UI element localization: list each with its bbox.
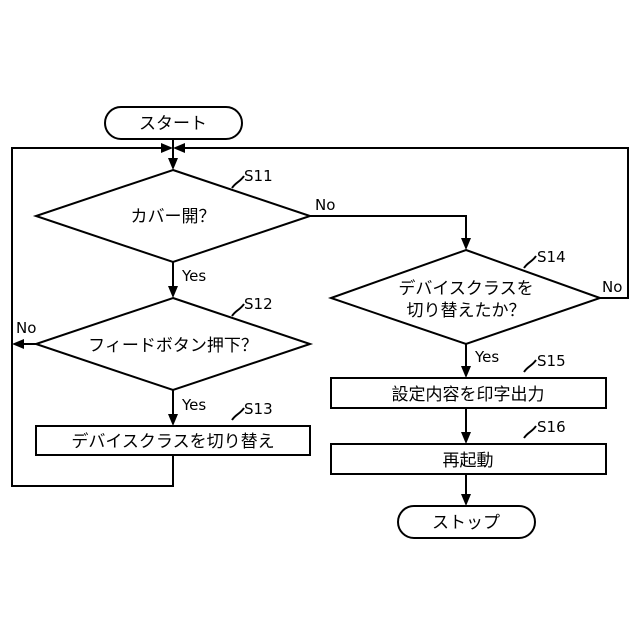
step-marker-s16 <box>524 426 536 438</box>
arrowhead-into-s14 <box>461 238 471 250</box>
step-s16: S16 <box>537 418 566 436</box>
branch-s14-yes: Yes <box>474 348 499 366</box>
start-label: スタート <box>139 114 207 134</box>
stop-label: ストップ <box>432 513 500 533</box>
decision-s11-label: カバー開？ <box>131 207 216 227</box>
process-s13-label: デバイスクラスを切り替え <box>71 431 274 452</box>
arrowhead-left-loop <box>161 143 173 153</box>
arrowhead-right-loop <box>173 143 185 153</box>
arrowhead-into-s15 <box>461 366 471 378</box>
process-s15-label: 設定内容を印字出力 <box>392 385 545 405</box>
decision-s12-label: フィードボタン押下？ <box>88 336 258 356</box>
branch-s12-no: No <box>16 319 36 337</box>
step-s13: S13 <box>244 400 273 418</box>
step-s12: S12 <box>244 295 273 313</box>
process-s16-label: 再起動 <box>443 451 494 471</box>
step-marker-s12 <box>232 304 244 316</box>
arrowhead-into-s11 <box>168 158 178 170</box>
arrowhead-into-s12 <box>168 286 178 298</box>
step-s11: S11 <box>244 167 273 185</box>
decision-s14-label-line2: 切り替えたか？ <box>407 301 526 321</box>
step-marker-s13 <box>232 408 244 420</box>
arrowhead-s12-no <box>12 339 24 349</box>
branch-s11-yes: Yes <box>181 267 206 285</box>
arrowhead-into-s13 <box>168 414 178 426</box>
arrowhead-into-stop <box>461 494 471 506</box>
step-marker-s11 <box>232 176 244 188</box>
branch-s14-no: No <box>602 278 622 296</box>
step-marker-s15 <box>524 360 536 372</box>
decision-s14-label-line1: デバイスクラスを <box>398 278 533 299</box>
branch-s12-yes: Yes <box>181 396 206 414</box>
step-s14: S14 <box>537 248 566 266</box>
branch-s11-no: No <box>315 196 335 214</box>
connector-s11-no <box>310 216 466 240</box>
step-s15: S15 <box>537 352 566 370</box>
step-marker-s14 <box>524 256 536 268</box>
arrowhead-into-s16 <box>461 432 471 444</box>
